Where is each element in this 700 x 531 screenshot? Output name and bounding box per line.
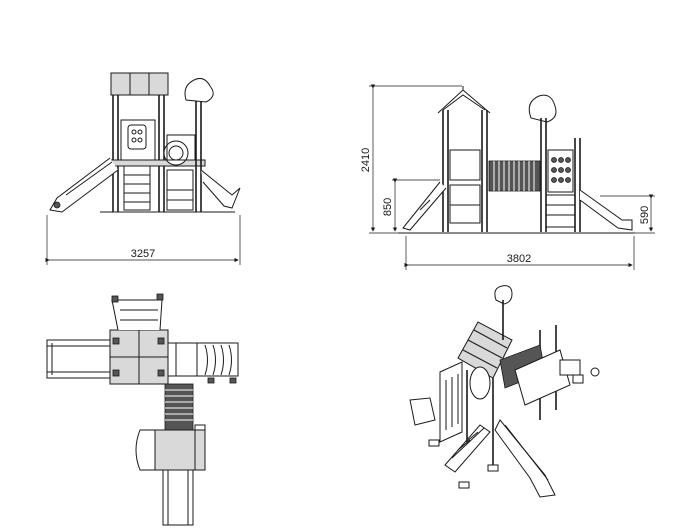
isometric-view (409, 285, 600, 498)
side-elevation-view: 2410 850 590 3802 (360, 84, 655, 270)
platform-a-height-dimension: 850 (382, 198, 394, 216)
platform-b-height-dimension: 590 (639, 206, 651, 224)
front-elevation-view: 3257 (45, 72, 241, 265)
side-width-dimension: 3802 (507, 253, 531, 265)
front-width-dimension: 3257 (131, 248, 155, 260)
plan-view (46, 293, 239, 526)
height-dimension: 2410 (360, 148, 372, 172)
